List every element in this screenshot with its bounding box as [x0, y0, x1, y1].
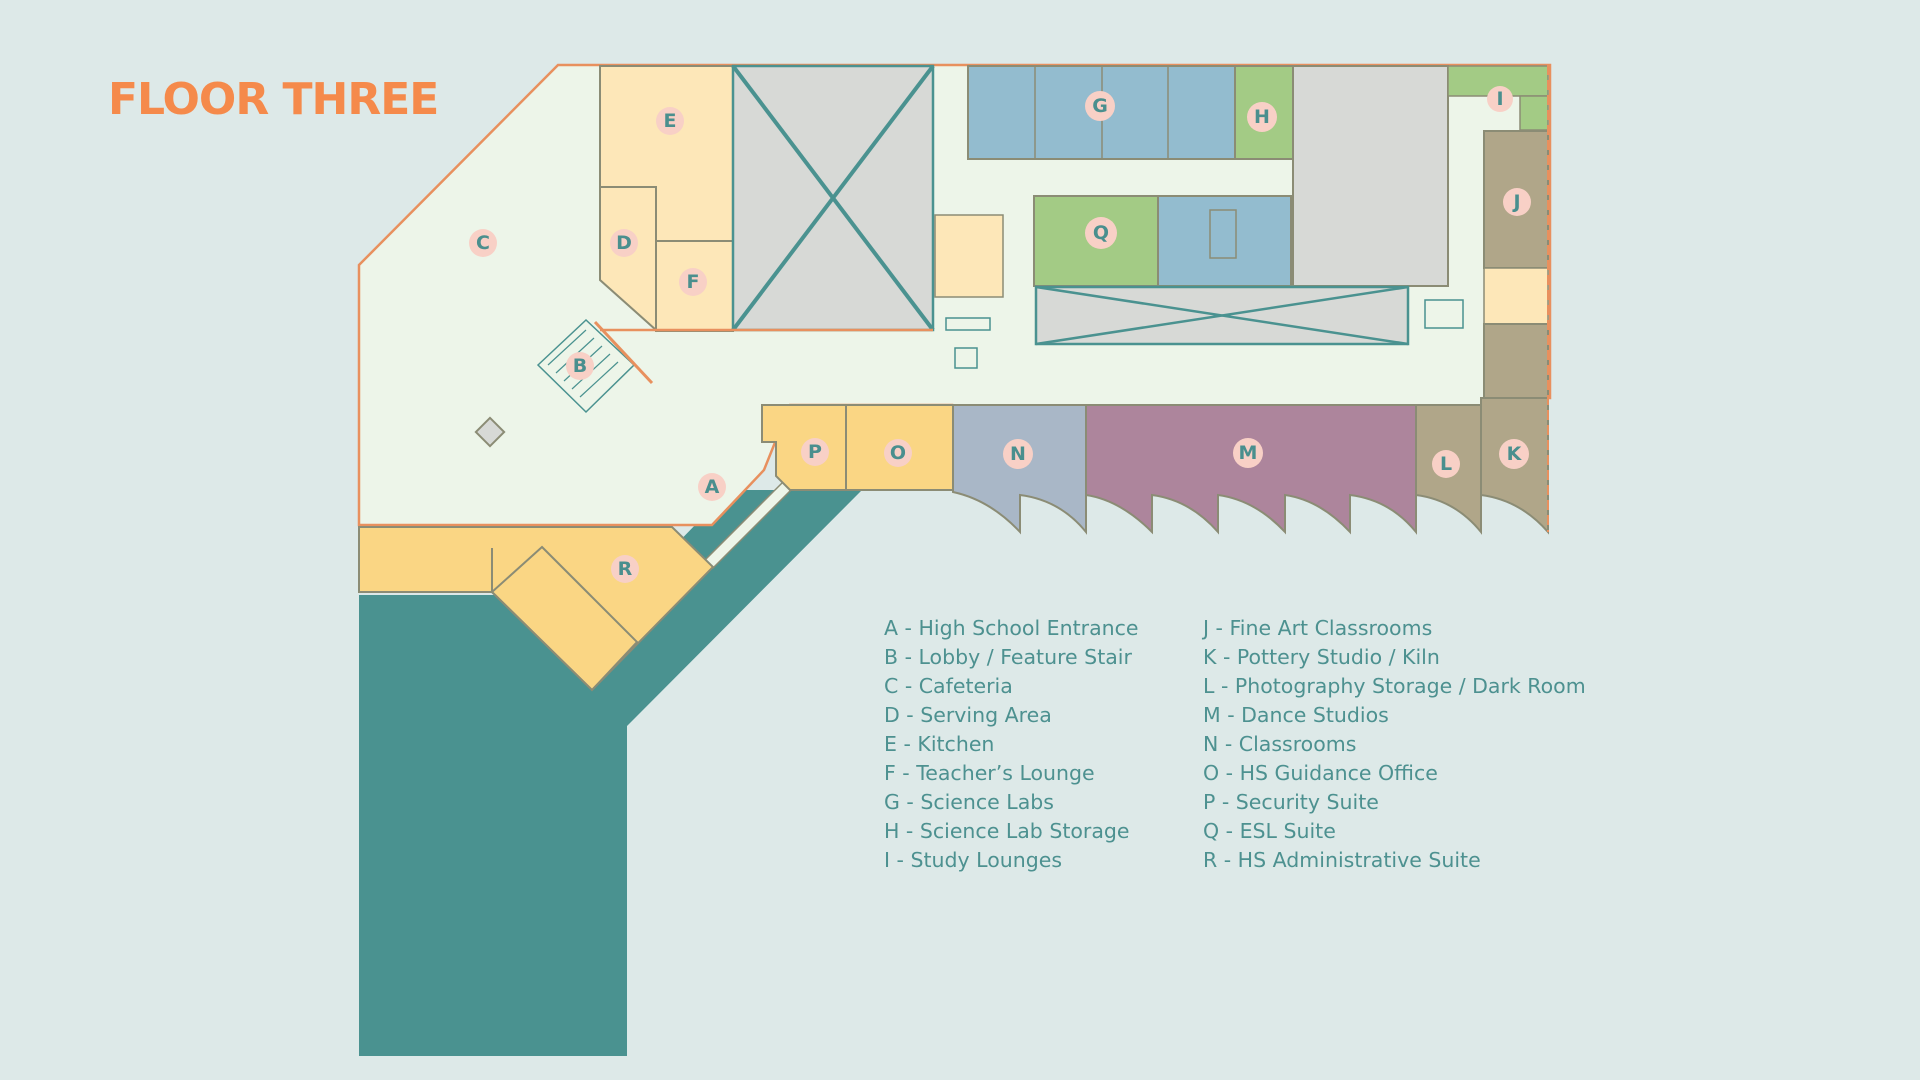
svg-text:I: I [1496, 88, 1503, 110]
building-base-teal [359, 490, 862, 1056]
legend-item-b: B - Lobby / Feature Stair [884, 645, 1132, 669]
label-d: D [610, 229, 638, 257]
legend-item-e: E - Kitchen [884, 732, 995, 756]
label-b: B [566, 352, 594, 380]
svg-text:D: D [616, 232, 632, 254]
label-p: P [801, 438, 829, 466]
legend-item-i: I - Study Lounges [884, 848, 1063, 872]
legend-item-q: Q - ESL Suite [1203, 819, 1336, 843]
legend-item-c: C - Cafeteria [884, 674, 1013, 698]
svg-text:L: L [1440, 453, 1452, 475]
legend-item-n: N - Classrooms [1203, 732, 1357, 756]
svg-text:A: A [705, 476, 720, 498]
floor-title: FLOOR THREE [108, 74, 439, 125]
label-g: G [1085, 91, 1115, 121]
label-k: K [1499, 439, 1529, 469]
svg-text:M: M [1239, 442, 1258, 464]
room-labels: A B C D E F G H I J K L M N O P Q R [469, 86, 1531, 583]
legend-item-j: J - Fine Art Classrooms [1203, 616, 1433, 640]
open-gray-block [1292, 65, 1449, 287]
svg-text:H: H [1254, 106, 1270, 128]
legend-item-p: P - Security Suite [1203, 790, 1379, 814]
svg-text:K: K [1507, 443, 1523, 465]
legend-item-l: L - Photography Storage / Dark Room [1203, 674, 1586, 698]
label-f: F [679, 268, 707, 296]
label-r: R [611, 555, 639, 583]
room-r-offices [490, 545, 639, 692]
label-c: C [469, 229, 497, 257]
svg-text:B: B [573, 355, 587, 377]
svg-text:C: C [476, 232, 490, 254]
svg-text:R: R [618, 558, 633, 580]
legend-item-h: H - Science Lab Storage [884, 819, 1130, 843]
restroom-block [934, 214, 1004, 298]
legend-item-k: K - Pottery Studio / Kiln [1203, 645, 1440, 669]
label-m: M [1233, 438, 1263, 468]
svg-text:F: F [687, 271, 700, 293]
label-o: O [884, 439, 912, 467]
legend-item-d: D - Serving Area [884, 703, 1052, 727]
label-q: Q [1085, 217, 1117, 249]
svg-text:Q: Q [1093, 222, 1109, 244]
legend-item-a: A - High School Entrance [884, 616, 1139, 640]
legend-item-r: R - HS Administrative Suite [1203, 848, 1481, 872]
label-l: L [1432, 450, 1460, 478]
label-a: A [698, 473, 726, 501]
svg-text:N: N [1010, 443, 1026, 465]
svg-text:E: E [664, 110, 677, 132]
room-m [1085, 404, 1417, 535]
label-j: J [1503, 188, 1531, 216]
label-h: H [1247, 102, 1277, 132]
legend-item-o: O - HS Guidance Office [1203, 761, 1438, 785]
legend-left-column: A - High School Entrance B - Lobby / Fea… [884, 614, 1139, 875]
legend-item-m: M - Dance Studios [1203, 703, 1389, 727]
svg-text:J: J [1511, 191, 1520, 213]
svg-text:G: G [1092, 95, 1108, 117]
svg-text:O: O [890, 442, 906, 464]
label-i: I [1487, 86, 1513, 112]
legend-right-column: J - Fine Art Classrooms K - Pottery Stud… [1203, 614, 1586, 875]
legend-item-g: G - Science Labs [884, 790, 1054, 814]
label-e: E [656, 107, 684, 135]
label-n: N [1003, 439, 1033, 469]
legend-item-f: F - Teacher’s Lounge [884, 761, 1095, 785]
svg-text:P: P [808, 441, 822, 463]
